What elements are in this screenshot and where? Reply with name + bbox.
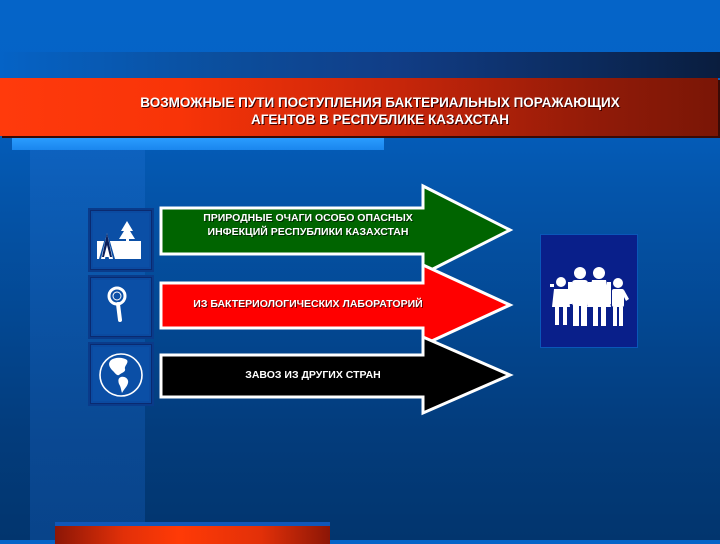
magnifier-icon bbox=[107, 286, 127, 322]
top-decor-band bbox=[0, 52, 720, 78]
title-line-2: АГЕНТОВ В РЕСПУБЛИКЕ КАЗАХСТАН bbox=[251, 112, 509, 127]
arrow-shape-green bbox=[159, 183, 514, 277]
icon-box-import bbox=[90, 344, 152, 404]
route-label-laboratories: ИЗ БАКТЕРИОЛОГИЧЕСКИХ ЛАБОРАТОРИЙ bbox=[193, 298, 423, 310]
route-label-import: ЗАВОЗ ИЗ ДРУГИХ СТРАН bbox=[245, 369, 381, 381]
bottom-decor-bar bbox=[55, 522, 330, 544]
icon-box-natural-foci bbox=[90, 210, 152, 270]
icon-box-laboratories bbox=[90, 277, 152, 337]
arrow-shape-black bbox=[159, 334, 514, 416]
family-icon bbox=[550, 267, 629, 326]
route-label-natural-foci: ПРИРОДНЫЕ ОЧАГИ ОСОБО ОПАСНЫХ ИНФЕКЦИЙ Р… bbox=[203, 212, 413, 238]
globe-icon bbox=[99, 353, 143, 397]
accent-bar bbox=[12, 138, 384, 150]
slide-title: ВОЗМОЖНЫЕ ПУТИ ПОСТУПЛЕНИЯ БАКТЕРИАЛЬНЫХ… bbox=[70, 94, 690, 128]
title-banner: ВОЗМОЖНЫЕ ПУТИ ПОСТУПЛЕНИЯ БАКТЕРИАЛЬНЫХ… bbox=[0, 78, 718, 136]
tent-tree-icon bbox=[97, 221, 141, 259]
title-line-1: ВОЗМОЖНЫЕ ПУТИ ПОСТУПЛЕНИЯ БАКТЕРИАЛЬНЫХ… bbox=[140, 95, 620, 110]
arrow-shape-red bbox=[159, 262, 514, 348]
population-target-box bbox=[540, 234, 638, 348]
